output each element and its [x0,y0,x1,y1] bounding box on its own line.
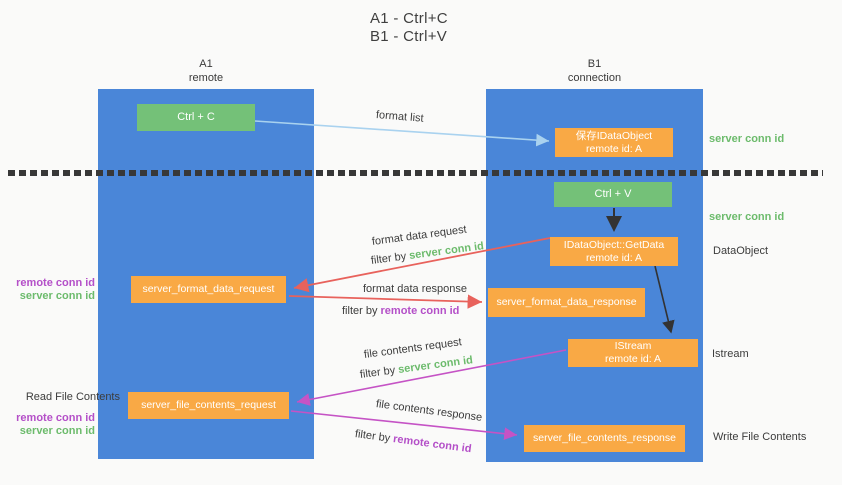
lifeline-b1-name: B1 [587,58,602,70]
node-ctrl-v-label: Ctrl + V [594,188,632,200]
node-getdata: IDataObject::GetData remote id: A [550,237,678,266]
server-conn-id-label: server conn id [19,425,95,437]
label-filter-remote-1: filter by remote conn id [342,305,459,317]
write-file-contents-label: Write File Contents [713,431,807,443]
filter-by-text: filter by [354,428,391,445]
lifeline-b1-header: B1 connection [486,57,703,85]
filter-by-text: filter by [359,364,396,381]
istream-label: Istream [712,348,749,360]
node-server-file-contents-response: server_file_contents_response [524,425,685,452]
left-conn-ids-top: remote conn id server conn id [0,277,95,303]
node-save-dataobject-line2: remote id: A [585,142,643,155]
arrow-file-contents-response [290,410,518,441]
server-conn-id-label: server conn id [19,290,95,302]
filter-by-text: filter by [342,305,378,317]
node-ctrl-c: Ctrl + C [137,104,255,131]
remote-conn-id-text: remote conn id [392,433,473,456]
node-server-file-contents-request: server_file_contents_request [128,392,289,419]
server-conn-id-text: server conn id [397,354,474,376]
lifeline-a1-header: A1 remote [98,57,314,85]
lifeline-b1-role: connection [567,72,622,84]
node-server-format-data-request-label: server_format_data_request [142,283,275,295]
label-filter-remote-2: filter by remote conn id [354,428,472,455]
node-istream: IStream remote id: A [568,339,698,367]
arrow-format-data-response [288,294,483,309]
label-file-contents-response: file contents response [375,398,483,424]
title-line-1: A1 - Ctrl+C [370,10,448,27]
dotted-separator [8,170,823,176]
node-save-dataobject: 保存IDataObject remote id: A [555,128,673,157]
node-server-format-data-request: server_format_data_request [131,276,286,303]
right-server-conn-id-mid: server conn id [709,211,785,223]
node-ctrl-v: Ctrl + V [554,182,672,207]
label-format-list: format list [375,109,425,125]
right-server-conn-id-top: server conn id [709,133,785,145]
remote-conn-id-label: remote conn id [16,412,95,424]
node-server-file-contents-request-label: server_file_contents_request [141,399,276,411]
diagram-title: A1 - Ctrl+C B1 - Ctrl+V [370,10,448,46]
node-ctrl-c-label: Ctrl + C [177,111,215,123]
left-conn-ids-bottom: remote conn id server conn id [0,412,95,438]
remote-conn-id-text: remote conn id [380,305,460,317]
node-server-format-data-response: server_format_data_response [488,288,645,317]
lifeline-a1-name: A1 [199,58,213,70]
node-istream-line1: IStream [614,340,652,352]
filter-by-text: filter by [370,250,407,267]
remote-conn-id-label: remote conn id [16,277,95,289]
node-server-format-data-response-label: server_format_data_response [496,296,637,308]
node-save-dataobject-line1: 保存IDataObject [575,129,653,142]
node-getdata-line1: IDataObject::GetData [563,238,665,251]
lifeline-a1-role: remote [188,72,224,84]
server-conn-id-text: server conn id [408,240,485,262]
node-getdata-line2: remote id: A [585,251,643,264]
node-server-file-contents-response-label: server_file_contents_response [532,432,676,444]
dataobject-label: DataObject [713,245,769,257]
title-line-2: B1 - Ctrl+V [370,28,448,45]
node-istream-line2: remote id: A [604,353,662,365]
read-file-contents-label: Read File Contents [25,391,120,403]
label-format-data-response: format data response [363,283,467,295]
